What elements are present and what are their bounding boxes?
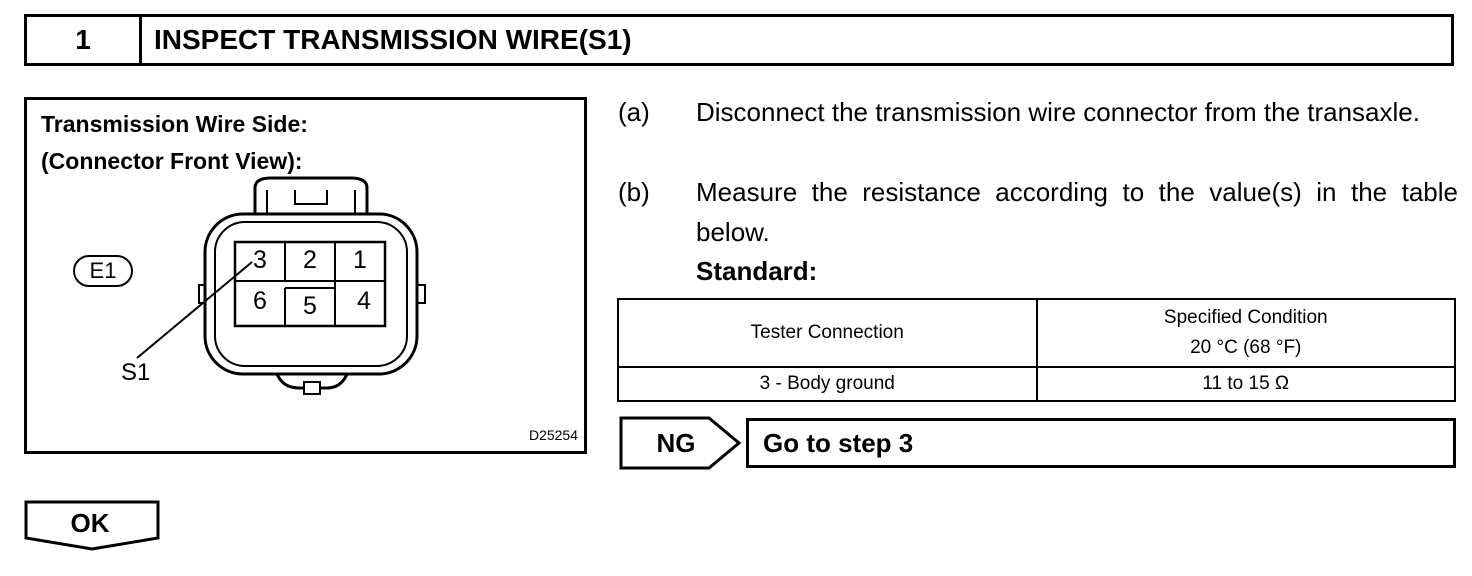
step-header: 1 INSPECT TRANSMISSION WIRE(S1) — [24, 14, 1454, 66]
terminal-label-s1: S1 — [121, 359, 151, 386]
connector-figure: Transmission Wire Side: (Connector Front… — [24, 97, 587, 454]
pin-3: 3 — [253, 246, 267, 274]
caption-line-2: (Connector Front View): — [41, 148, 303, 174]
table-header-row: Tester Connection Specified Condition 20… — [617, 298, 1456, 368]
instruction-b-text: Measure the resistance according to the … — [696, 177, 1458, 247]
instruction-a-label: (a) — [618, 97, 650, 127]
step-number: 1 — [27, 17, 142, 63]
instruction-a: (a) Disconnect the transmission wire con… — [618, 92, 1458, 132]
connector-label-e1: E1 — [73, 255, 133, 287]
cell-condition: 11 to 15 Ω — [1035, 366, 1456, 402]
cell-connection: 3 - Body ground — [617, 366, 1038, 402]
pin-2: 2 — [303, 246, 317, 274]
ok-label: OK — [70, 507, 110, 538]
caption-line-1: Transmission Wire Side: — [41, 111, 308, 137]
header-tester-connection: Tester Connection — [617, 298, 1038, 368]
spec-table: Tester Connection Specified Condition 20… — [617, 298, 1456, 402]
pin-5: 5 — [303, 292, 317, 320]
table-row: 3 - Body ground 11 to 15 Ω — [617, 366, 1456, 402]
header-condition-line-2: 20 °C (68 °F) — [1190, 337, 1302, 358]
step-title: INSPECT TRANSMISSION WIRE(S1) — [154, 24, 632, 55]
figure-caption: Transmission Wire Side: (Connector Front… — [41, 106, 308, 180]
pin-4: 4 — [357, 287, 371, 315]
go-to-step-box[interactable]: Go to step 3 — [746, 418, 1456, 468]
standard-label: Standard: — [696, 256, 818, 286]
header-condition-line-1: Specified Condition — [1163, 307, 1328, 328]
connector-drawing — [136, 176, 426, 395]
ng-arrow-shape — [619, 416, 742, 470]
pin-1: 1 — [353, 246, 367, 274]
figure-code: D25254 — [528, 427, 578, 443]
instruction-a-text: Disconnect the transmission wire connect… — [696, 97, 1420, 127]
instruction-b-label: (b) — [618, 177, 650, 207]
ok-arrow-shape — [24, 500, 160, 551]
go-to-step-text: Go to step 3 — [763, 427, 914, 458]
ng-label: NG — [656, 427, 696, 458]
instruction-b: (b) Measure the resistance according to … — [618, 172, 1458, 252]
pin-6: 6 — [253, 287, 267, 315]
header-specified-condition: Specified Condition 20 °C (68 °F) — [1035, 298, 1456, 368]
